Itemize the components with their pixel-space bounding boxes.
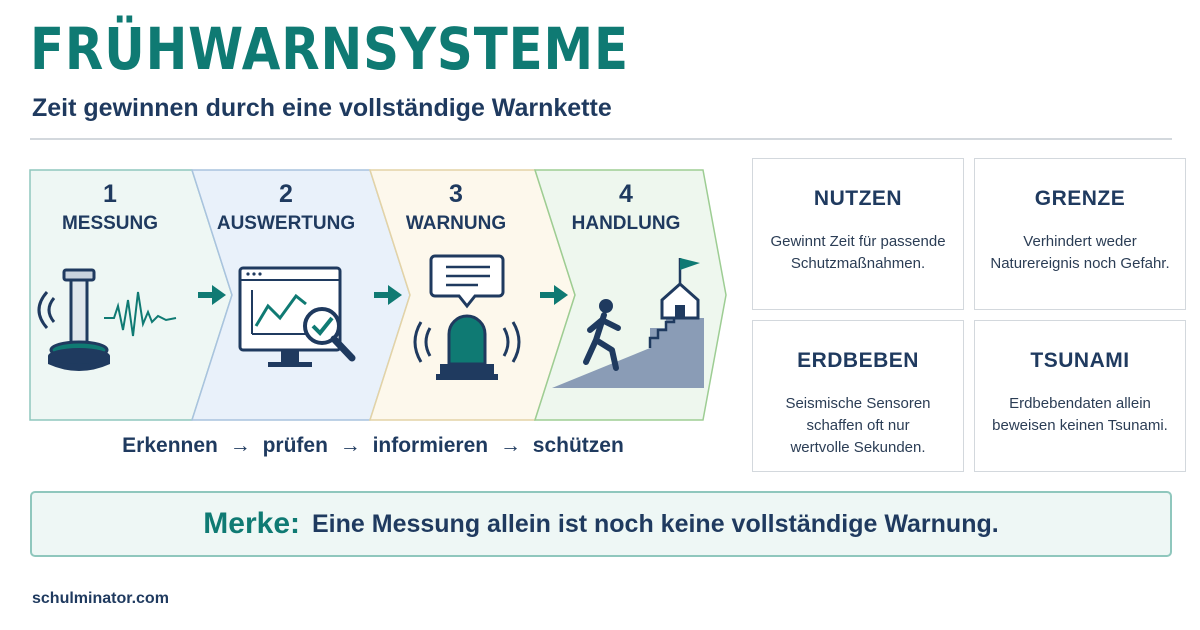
card-nutzen-title: NUTZEN <box>813 187 903 210</box>
flow-arrow-3 <box>540 285 568 305</box>
chain-arrow-1: → <box>229 434 251 457</box>
step-2-label: AUSWERTUNG <box>216 213 356 234</box>
card-nutzen: NUTZEN Gewinnt Zeit für passende Schutzm… <box>752 158 964 310</box>
warning-chain-caption: Erkennen → prüfen → informieren → schütz… <box>30 434 716 458</box>
card-erdbeben-title: ERDBEBEN <box>797 349 919 372</box>
page-title: FRÜHWARNSYSTEME <box>30 15 629 83</box>
card-grenze-title: GRENZE <box>1034 187 1126 210</box>
siren-alert-icon <box>413 254 521 380</box>
card-nutzen-text: Gewinnt Zeit für passende Schutzmaßnahme… <box>770 233 946 272</box>
chain-word-2: prüfen <box>262 434 328 457</box>
card-erdbeben: ERDBEBEN Seismische Sensoren schaffen of… <box>752 320 964 472</box>
evacuation-icon <box>552 258 704 388</box>
monitor-analysis-icon <box>238 266 356 367</box>
card-tsunami: TSUNAMI Erdbebendaten allein beweisen ke… <box>974 320 1186 472</box>
step-2-number: 2 <box>279 180 293 208</box>
flow-arrow-1 <box>198 285 226 305</box>
chain-word-1: Erkennen <box>122 434 218 457</box>
divider <box>30 138 1172 140</box>
chain-arrow-3: → <box>499 434 521 457</box>
chain-word-4: schützen <box>532 434 624 457</box>
merke-text: Eine Messung allein ist noch keine volls… <box>312 509 999 538</box>
chain-arrow-2: → <box>339 434 361 457</box>
card-tsunami-text: Erdbebendaten allein beweisen keinen Tsu… <box>992 395 1168 434</box>
flow-arrow-2 <box>374 285 402 305</box>
step-1-label: MESSUNG <box>61 213 159 234</box>
card-tsunami-title: TSUNAMI <box>1030 349 1130 372</box>
seismometer-icon <box>37 268 177 371</box>
merke-banner: Merke: Eine Messung allein ist noch kein… <box>30 491 1172 557</box>
merke-label: Merke: <box>203 507 300 540</box>
step-4-label: HANDLUNG <box>571 213 681 234</box>
step-4-number: 4 <box>619 180 633 208</box>
card-grenze: GRENZE Verhindert weder Naturereignis no… <box>974 158 1186 310</box>
step-3-label: WARNUNG <box>405 213 507 234</box>
card-erdbeben-text: Seismische Sensoren schaffen oft nur wer… <box>785 395 931 456</box>
chain-word-3: informieren <box>372 434 489 457</box>
step-3-number: 3 <box>449 180 463 208</box>
page-subtitle: Zeit gewinnen durch eine vollständige Wa… <box>32 94 612 122</box>
card-grenze-text: Verhindert weder Naturereignis noch Gefa… <box>990 233 1170 272</box>
footer-site: schulminator.com <box>32 590 169 607</box>
step-1-number: 1 <box>103 180 117 208</box>
